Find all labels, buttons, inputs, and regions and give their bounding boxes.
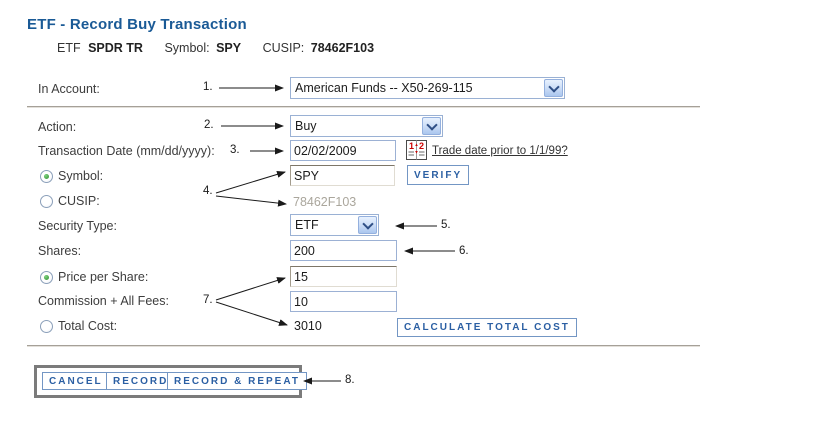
record-and-repeat-button[interactable]: RECORD & REPEAT bbox=[167, 372, 307, 390]
instrument-name: SPDR TR bbox=[88, 41, 143, 55]
price-per-share-label: Price per Share: bbox=[58, 270, 149, 284]
annotation-number-4: 4. bbox=[203, 185, 213, 197]
action-select-value: Buy bbox=[295, 119, 317, 133]
trade-date-prior-link[interactable]: Trade date prior to 1/1/99? bbox=[432, 145, 568, 157]
price-per-share-radio[interactable] bbox=[40, 271, 53, 284]
security-type-select-value: ETF bbox=[295, 218, 319, 232]
page-title: ETF - Record Buy Transaction bbox=[27, 16, 247, 33]
annotation-number-3: 3. bbox=[230, 144, 240, 156]
calendar-icon[interactable]: 1 2 bbox=[406, 139, 427, 164]
instrument-type-label: ETF bbox=[57, 41, 81, 55]
verify-button[interactable]: VERIFY bbox=[407, 165, 470, 185]
chevron-down-icon[interactable] bbox=[358, 216, 377, 234]
in-account-select-value: American Funds -- X50-269-115 bbox=[295, 81, 473, 95]
annotation-number-6: 6. bbox=[459, 245, 469, 257]
price-per-share-input[interactable] bbox=[290, 266, 397, 287]
shares-input[interactable] bbox=[290, 240, 397, 261]
in-account-select[interactable]: American Funds -- X50-269-115 bbox=[290, 77, 565, 99]
annotation-number-1: 1. bbox=[203, 81, 213, 93]
cusip-label: CUSIP: bbox=[58, 194, 100, 208]
instrument-line: ETF SPDR TR Symbol: SPY CUSIP: 78462F103 bbox=[57, 41, 374, 55]
svg-text:1: 1 bbox=[409, 141, 414, 151]
total-cost-radio[interactable] bbox=[40, 320, 53, 333]
instrument-cusip-label: CUSIP: bbox=[262, 41, 305, 55]
commission-input[interactable] bbox=[290, 291, 397, 312]
annotation-number-7: 7. bbox=[203, 294, 213, 306]
in-account-label: In Account: bbox=[38, 82, 100, 96]
instrument-cusip: 78462F103 bbox=[310, 41, 375, 55]
symbol-label: Symbol: bbox=[58, 169, 104, 183]
record-button[interactable]: RECORD bbox=[106, 372, 176, 390]
transaction-date-label: Transaction Date (mm/dd/yyyy): bbox=[38, 144, 215, 158]
annotation-number-5: 5. bbox=[441, 219, 451, 231]
security-type-select[interactable]: ETF bbox=[290, 214, 379, 236]
action-select[interactable]: Buy bbox=[290, 115, 443, 137]
svg-text:2: 2 bbox=[419, 141, 424, 151]
cusip-value: 78462F103 bbox=[293, 195, 357, 209]
cusip-radio[interactable] bbox=[40, 195, 53, 208]
total-cost-value: 3010 bbox=[294, 319, 322, 333]
divider-bottom bbox=[27, 345, 700, 346]
transaction-date-input[interactable] bbox=[290, 140, 396, 161]
instrument-symbol-label: Symbol: bbox=[164, 41, 210, 55]
divider-top bbox=[27, 106, 700, 107]
action-label: Action: bbox=[38, 120, 77, 134]
symbol-radio[interactable] bbox=[40, 170, 53, 183]
total-cost-label: Total Cost: bbox=[58, 319, 118, 333]
instrument-symbol: SPY bbox=[216, 41, 242, 55]
security-type-label: Security Type: bbox=[38, 219, 117, 233]
commission-label: Commission + All Fees: bbox=[38, 294, 169, 308]
annotation-number-2: 2. bbox=[204, 119, 214, 131]
symbol-input[interactable] bbox=[290, 165, 395, 186]
cancel-button[interactable]: CANCEL bbox=[42, 372, 110, 390]
chevron-down-icon[interactable] bbox=[422, 117, 441, 135]
annotation-number-8: 8. bbox=[345, 374, 355, 386]
chevron-down-icon[interactable] bbox=[544, 79, 563, 97]
calculate-total-cost-button[interactable]: CALCULATE TOTAL COST bbox=[397, 318, 577, 337]
shares-label: Shares: bbox=[38, 244, 82, 258]
